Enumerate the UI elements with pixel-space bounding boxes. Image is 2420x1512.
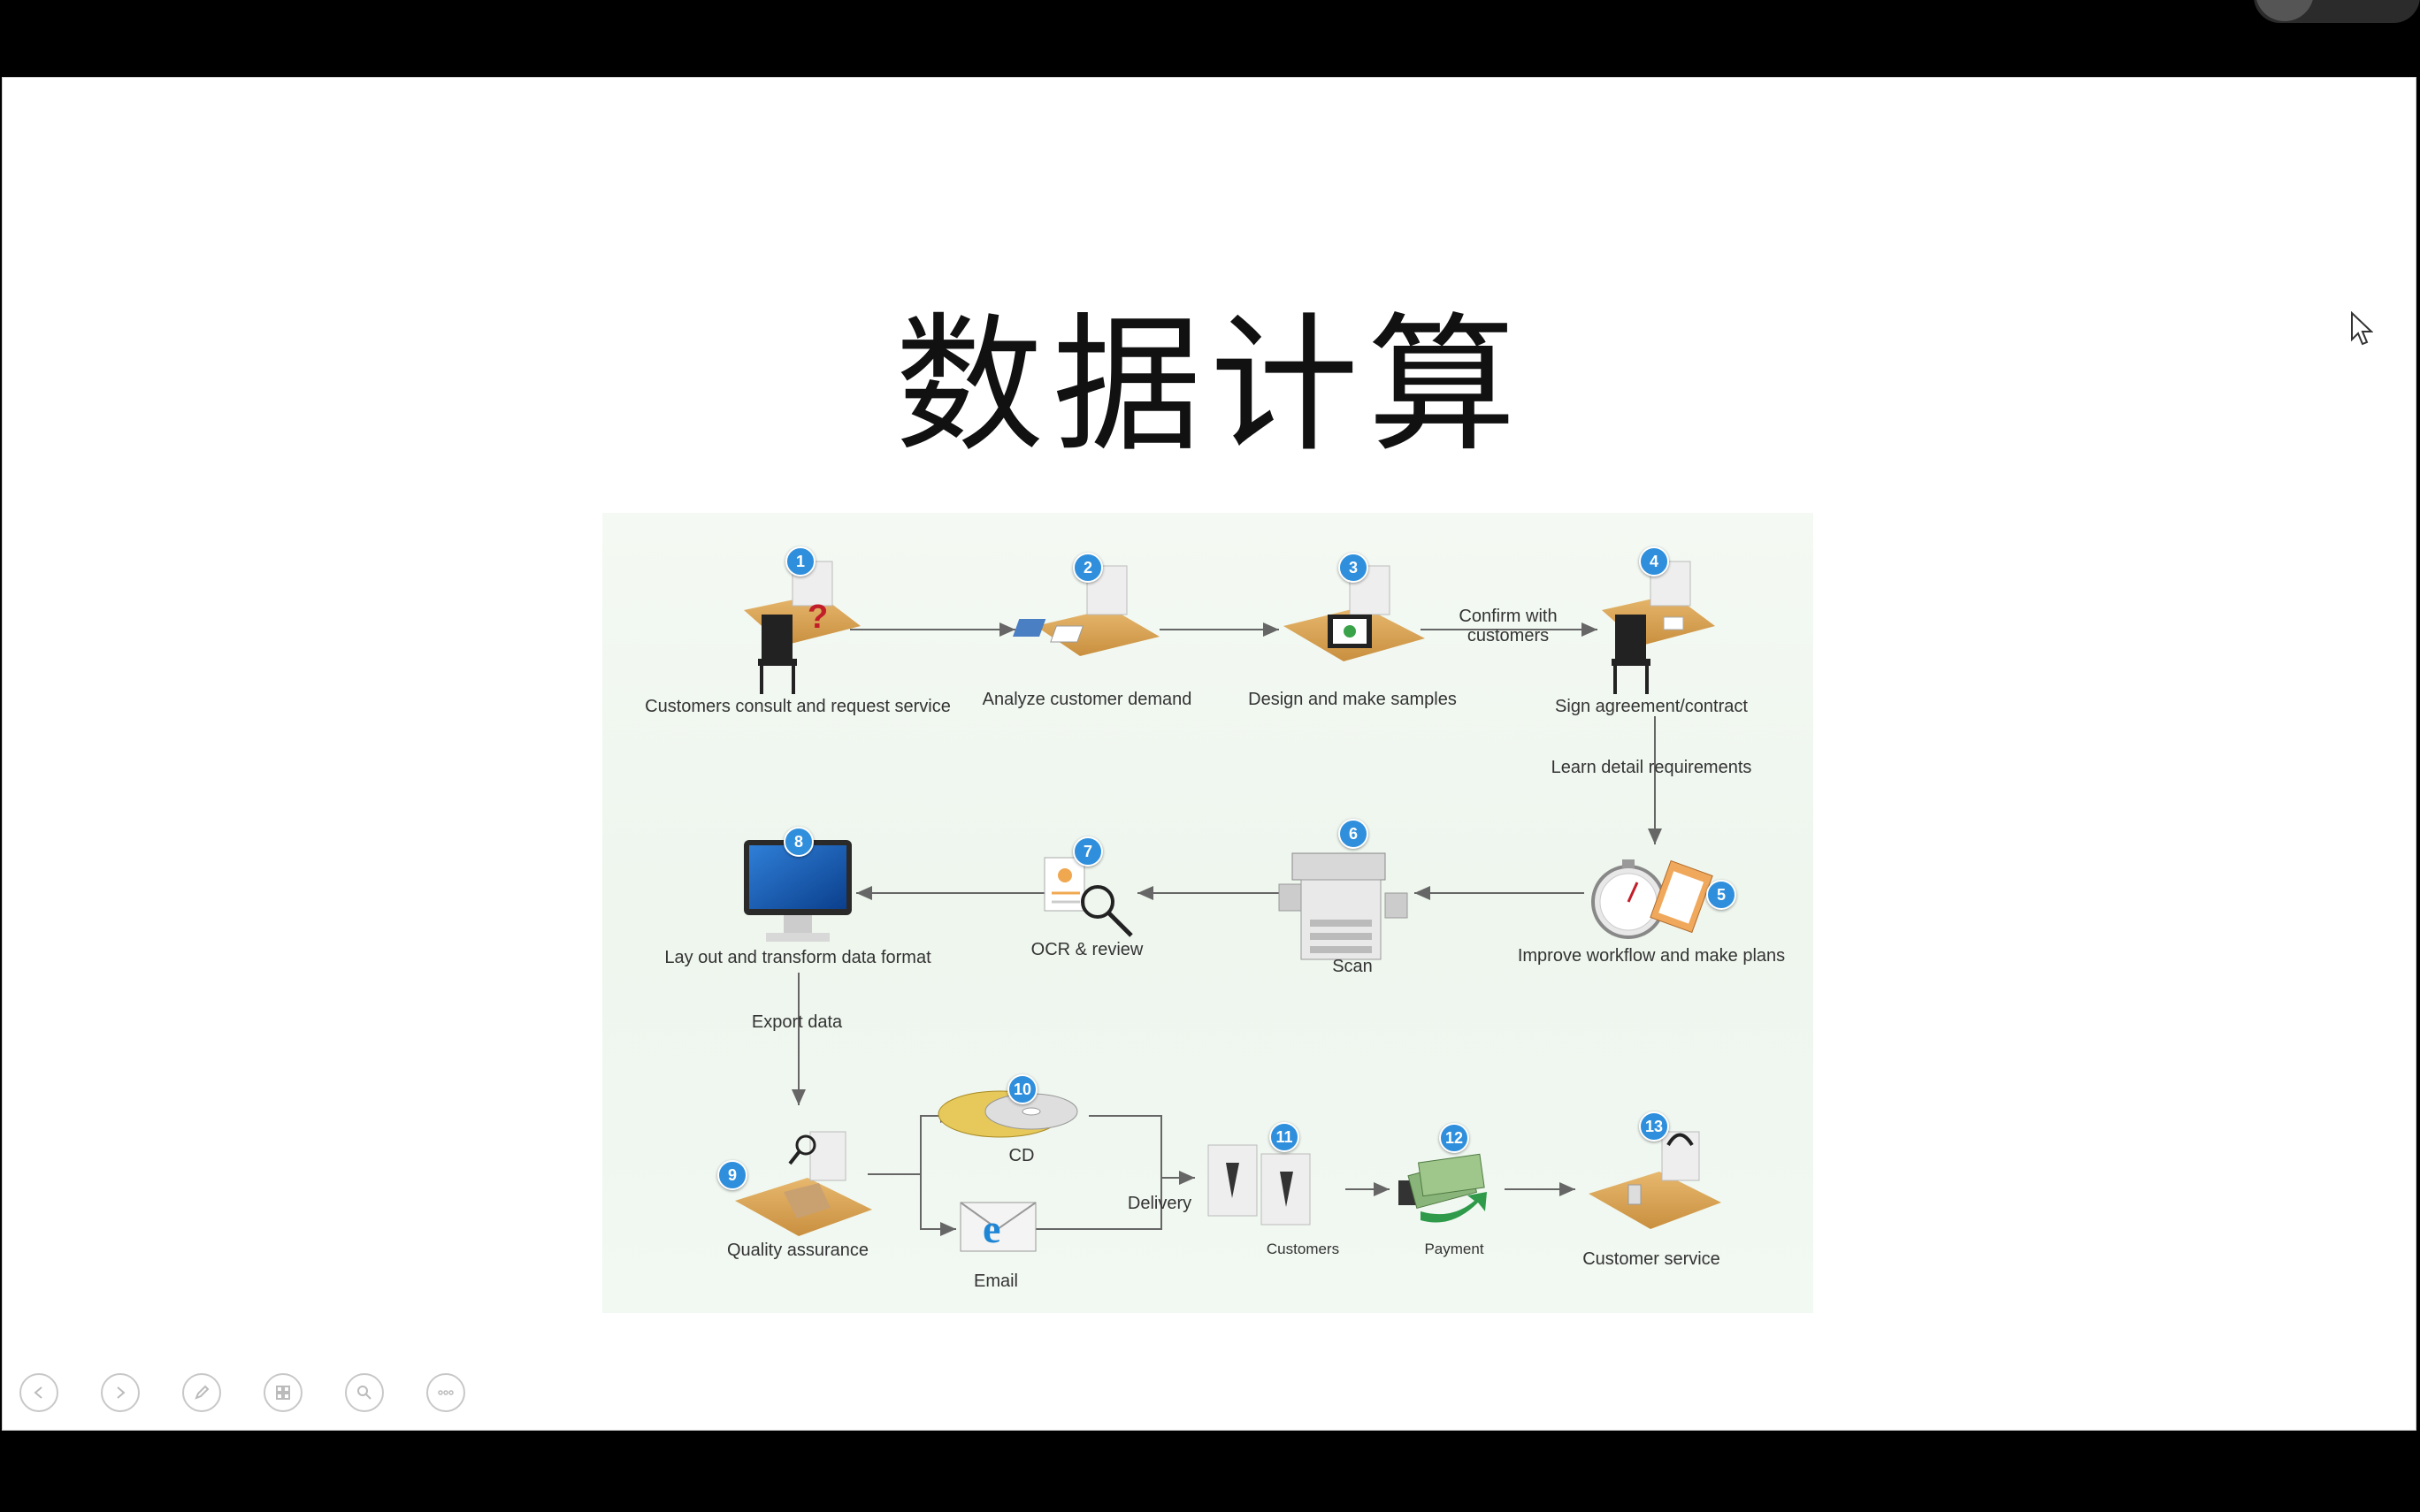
step-13-illustration: [1589, 1131, 1721, 1229]
step-9-illustration: [735, 1131, 872, 1236]
step-8-illustration: [744, 840, 852, 942]
step-12-badge: 12: [1439, 1123, 1469, 1153]
step-12-illustration: [1398, 1153, 1487, 1223]
arrow-to-email: [920, 1174, 956, 1236]
confirm-label-line2: customers: [1467, 626, 1550, 645]
step-13-label: Customer service: [1582, 1249, 1720, 1269]
step-2-badge: 2: [1073, 553, 1103, 583]
step-10-badge: 10: [1007, 1074, 1038, 1104]
delivery-label: Delivery: [1127, 1194, 1192, 1213]
step-2-illustration: [1013, 565, 1160, 656]
mouse-cursor-icon: [2351, 311, 2373, 346]
export-data-label: Export data: [751, 1012, 843, 1032]
step-5-illustration: [1591, 859, 1713, 939]
grid-icon: [276, 1386, 290, 1400]
ellipsis-icon: [438, 1390, 454, 1395]
confirm-label-line1: Confirm with: [1459, 607, 1558, 626]
presentation-toolbar: [19, 1373, 465, 1416]
slide-title: 数据计算: [895, 299, 1525, 472]
previous-slide-button[interactable]: [19, 1373, 58, 1412]
workflow-diagram-graphics: ?: [735, 561, 1721, 1252]
zoom-button[interactable]: [345, 1373, 384, 1412]
workflow-diagram: ?: [602, 513, 1813, 1313]
step-4-badge: 4: [1639, 546, 1669, 577]
step-10-label: CD: [1008, 1146, 1035, 1165]
step-12-label: Payment: [1424, 1241, 1484, 1257]
arrow-left-icon: [34, 1386, 42, 1399]
step-13-badge: 13: [1639, 1111, 1669, 1142]
step-9-label: Quality assurance: [726, 1241, 869, 1260]
magnifier-icon: [357, 1386, 371, 1400]
step-5-badge: 5: [1706, 880, 1736, 910]
email-illustration: e: [960, 1202, 1037, 1252]
svg-text:e: e: [983, 1206, 1000, 1251]
step-8-badge: 8: [784, 827, 814, 857]
pen-tool-button[interactable]: [182, 1373, 221, 1412]
step-11-illustration: [1207, 1144, 1311, 1226]
step-3-label: Design and make samples: [1248, 690, 1457, 709]
step-6-label: Scan: [1332, 957, 1373, 976]
step-4-label: Sign agreement/contract: [1555, 697, 1748, 716]
top-black-bar: [0, 0, 2420, 77]
step-7-label: OCR & review: [1030, 940, 1144, 959]
step-7-badge: 7: [1073, 836, 1103, 867]
step-1-badge: 1: [785, 546, 816, 577]
step-7-illustration: [1044, 857, 1133, 937]
step-3-badge: 3: [1338, 553, 1368, 583]
more-options-button[interactable]: [426, 1373, 465, 1412]
arrow-right-icon: [117, 1386, 126, 1399]
step-11-badge: 11: [1269, 1122, 1299, 1152]
step-6-badge: 6: [1338, 819, 1368, 849]
step-1-label: Customers consult and request service: [645, 697, 951, 716]
svg-text:?: ?: [808, 599, 828, 636]
pen-icon: [195, 1385, 210, 1400]
next-slide-button[interactable]: [101, 1373, 140, 1412]
email-label: Email: [973, 1271, 1019, 1291]
learn-requirements-label: Learn detail requirements: [1551, 758, 1752, 777]
step-11-label: Customers: [1266, 1241, 1340, 1257]
arrow-email-merge: [1036, 1178, 1162, 1230]
arrow-cd-merge: [1089, 1115, 1162, 1178]
step-3-illustration: [1283, 565, 1425, 661]
step-2-label: Analyze customer demand: [982, 690, 1192, 709]
slide-overview-button[interactable]: [264, 1373, 302, 1412]
step-9-badge: 9: [717, 1160, 747, 1190]
step-5-label: Improve workflow and make plans: [1517, 946, 1786, 966]
step-10-illustration: [938, 1090, 1078, 1138]
step-4-illustration: [1602, 561, 1715, 694]
step-8-label: Lay out and transform data format: [664, 948, 931, 967]
bottom-black-bar: [0, 1432, 2420, 1512]
step-1-illustration: ?: [744, 561, 861, 694]
step-6-illustration: [1278, 852, 1408, 960]
